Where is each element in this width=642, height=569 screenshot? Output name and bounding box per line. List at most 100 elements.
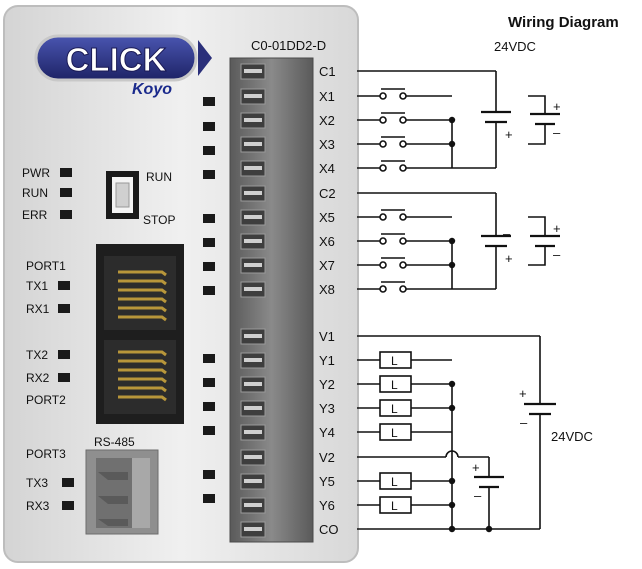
battery-minus: – <box>553 247 561 262</box>
indicator-led <box>203 354 215 363</box>
indicator-leds <box>203 97 215 503</box>
load-label: L <box>391 499 398 513</box>
battery-minus: – <box>474 488 482 503</box>
terminal-label: V2 <box>319 450 335 465</box>
terminal-label: Y3 <box>319 401 335 416</box>
terminal-screw-slot <box>244 382 262 386</box>
battery-plus: + <box>519 386 527 401</box>
rx1-label: RX1 <box>26 302 50 316</box>
terminal-block <box>229 57 314 543</box>
terminal-label: V1 <box>319 329 335 344</box>
port-pin <box>118 350 167 357</box>
junction-dot <box>448 404 456 412</box>
run-led <box>60 188 72 197</box>
terminal-screws <box>240 63 266 538</box>
terminal-label: X2 <box>319 113 335 128</box>
junction-dot <box>448 501 456 509</box>
battery-plus: + <box>553 99 561 114</box>
terminal-screw-slot <box>244 263 262 267</box>
port-pin <box>118 297 167 304</box>
battery-minus: – <box>520 415 528 430</box>
battery-minus: – <box>553 125 561 140</box>
battery-plus: + <box>472 460 480 475</box>
terminal-screw-slot <box>244 455 262 459</box>
terminal-screw-slot <box>244 166 262 170</box>
rx3-label: RX3 <box>26 499 50 513</box>
junction-dot <box>448 525 456 533</box>
terminal-screw-slot <box>244 358 262 362</box>
port-pin <box>118 306 167 313</box>
err-led <box>60 210 72 219</box>
terminal-screw-slot <box>244 479 262 483</box>
terminal-screw-slot <box>244 191 262 195</box>
port-pin <box>118 359 167 366</box>
terminal-screw-slot <box>244 142 262 146</box>
click-logo: CLICK <box>34 34 212 82</box>
junction-dot <box>448 380 456 388</box>
terminal-label: X6 <box>319 234 335 249</box>
indicator-led <box>203 214 215 223</box>
port-pin <box>118 288 167 295</box>
indicator-led <box>203 494 215 503</box>
port-pin <box>118 270 167 277</box>
port-pin <box>118 368 167 375</box>
pwr-led <box>60 168 72 177</box>
terminal-screw-slot <box>244 287 262 291</box>
port1-label: PORT1 <box>26 259 66 273</box>
terminal-screw-slot <box>244 406 262 410</box>
terminal-label: X4 <box>319 161 335 176</box>
rs485-label: RS-485 <box>94 435 135 449</box>
port-pin <box>118 315 167 322</box>
logo-text: CLICK <box>66 41 167 78</box>
terminal-screw-slot <box>244 334 262 338</box>
port2-label: PORT2 <box>26 393 66 407</box>
indicator-led <box>203 378 215 387</box>
terminal-screw-slot <box>244 239 262 243</box>
terminal-label: X1 <box>319 89 335 104</box>
indicator-led <box>203 426 215 435</box>
koyo-brand: Koyo <box>132 81 172 98</box>
supply-voltage-bottom: 24VDC <box>551 429 593 444</box>
terminal-label: C1 <box>319 64 336 79</box>
terminal-label: CO <box>319 522 339 537</box>
battery-plus: + <box>553 221 561 236</box>
tx3-label: TX3 <box>26 476 48 490</box>
rx2-led <box>58 373 70 382</box>
terminal-label: Y5 <box>319 474 335 489</box>
indicator-led <box>203 262 215 271</box>
terminal-label: X8 <box>319 282 335 297</box>
port-pin <box>118 395 167 402</box>
indicator-led <box>203 97 215 106</box>
load-label: L <box>391 354 398 368</box>
terminal-screw-slot <box>244 118 262 122</box>
indicator-led <box>203 238 215 247</box>
switch-run-label: RUN <box>146 170 172 184</box>
load-label: L <box>391 426 398 440</box>
indicator-led <box>203 146 215 155</box>
indicator-led <box>203 170 215 179</box>
junction-dot <box>448 477 456 485</box>
terminal-screw-slot <box>244 215 262 219</box>
port3-label: PORT3 <box>26 447 66 461</box>
load-label: L <box>391 402 398 416</box>
run-stop-switch[interactable]: RUN STOP <box>106 170 175 227</box>
rs485-connector[interactable] <box>85 449 159 535</box>
model-number: C0-01DD2-D <box>251 38 326 53</box>
junction-dot <box>485 525 493 533</box>
wiring <box>357 70 560 533</box>
terminal-screw-slot <box>244 94 262 98</box>
junction-dot <box>448 116 456 124</box>
terminal-screw-slot <box>244 527 262 531</box>
tx2-label: TX2 <box>26 348 48 362</box>
status-leds: PWR RUN ERR <box>22 166 72 222</box>
terminal-label: Y2 <box>319 377 335 392</box>
load-label: L <box>391 378 398 392</box>
port-pin <box>118 279 167 286</box>
port-pin <box>118 386 167 393</box>
junction-dot <box>448 237 456 245</box>
junction-dot <box>448 140 456 148</box>
